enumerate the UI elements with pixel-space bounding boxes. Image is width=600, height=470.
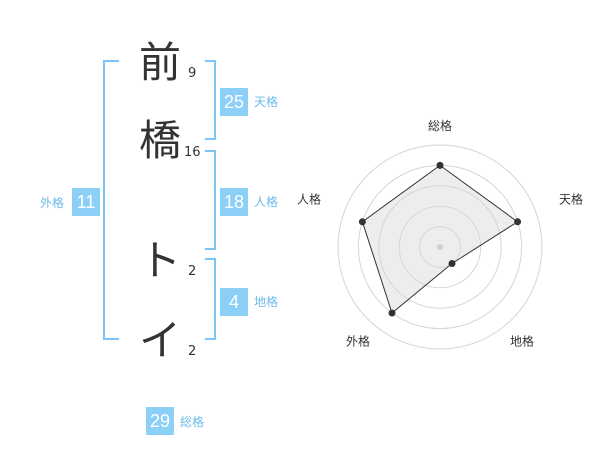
radar-axis-label-5: 人格 <box>297 192 321 207</box>
gaikaku-label: 外格 <box>40 196 65 210</box>
radar-series-polygon <box>361 164 519 314</box>
radar-point-4 <box>388 309 396 317</box>
radar-ring-3 <box>378 185 502 309</box>
chikaku-bracket <box>205 258 216 340</box>
tenkaku-value: 25 <box>220 88 248 116</box>
name-char-2: 橋 <box>138 116 181 165</box>
stroke-count-2: 16 <box>184 145 201 160</box>
jinkaku-value: 18 <box>220 188 248 216</box>
gaikaku-value: 11 <box>72 188 100 216</box>
name-char-4: イ <box>138 316 181 365</box>
name-char-1: 前 <box>138 38 181 87</box>
chikaku-label: 地格 <box>254 295 279 309</box>
radar-ring-2 <box>398 205 482 289</box>
stroke-count-4: 2 <box>188 344 197 359</box>
soukaku-label: 総格 <box>180 415 205 429</box>
radar-ring-5 <box>337 144 543 350</box>
radar-point-5 <box>358 218 366 226</box>
radar-ring-1 <box>419 226 461 268</box>
jinkaku-bracket <box>205 150 216 250</box>
radar-center <box>437 244 443 250</box>
stroke-count-3: 2 <box>188 264 197 279</box>
radar-axis-label-4: 外格 <box>346 334 370 349</box>
radar-point-2 <box>514 218 522 226</box>
radar-axis-label-3: 地格 <box>510 334 534 349</box>
radar-axis-label-1: 総格 <box>428 118 452 133</box>
radar-point-1 <box>436 161 444 169</box>
soukaku-value: 29 <box>146 407 174 435</box>
stroke-count-1: 9 <box>188 66 197 81</box>
radar-point-3 <box>448 260 456 267</box>
name-char-3: ト <box>138 236 181 285</box>
radar-axis-label-2: 天格 <box>559 192 583 207</box>
chikaku-value: 4 <box>220 288 248 316</box>
tenkaku-label: 天格 <box>254 95 279 109</box>
jinkaku-label: 人格 <box>254 195 279 209</box>
gaikaku-bracket <box>103 60 119 340</box>
tenkaku-bracket <box>205 60 216 140</box>
